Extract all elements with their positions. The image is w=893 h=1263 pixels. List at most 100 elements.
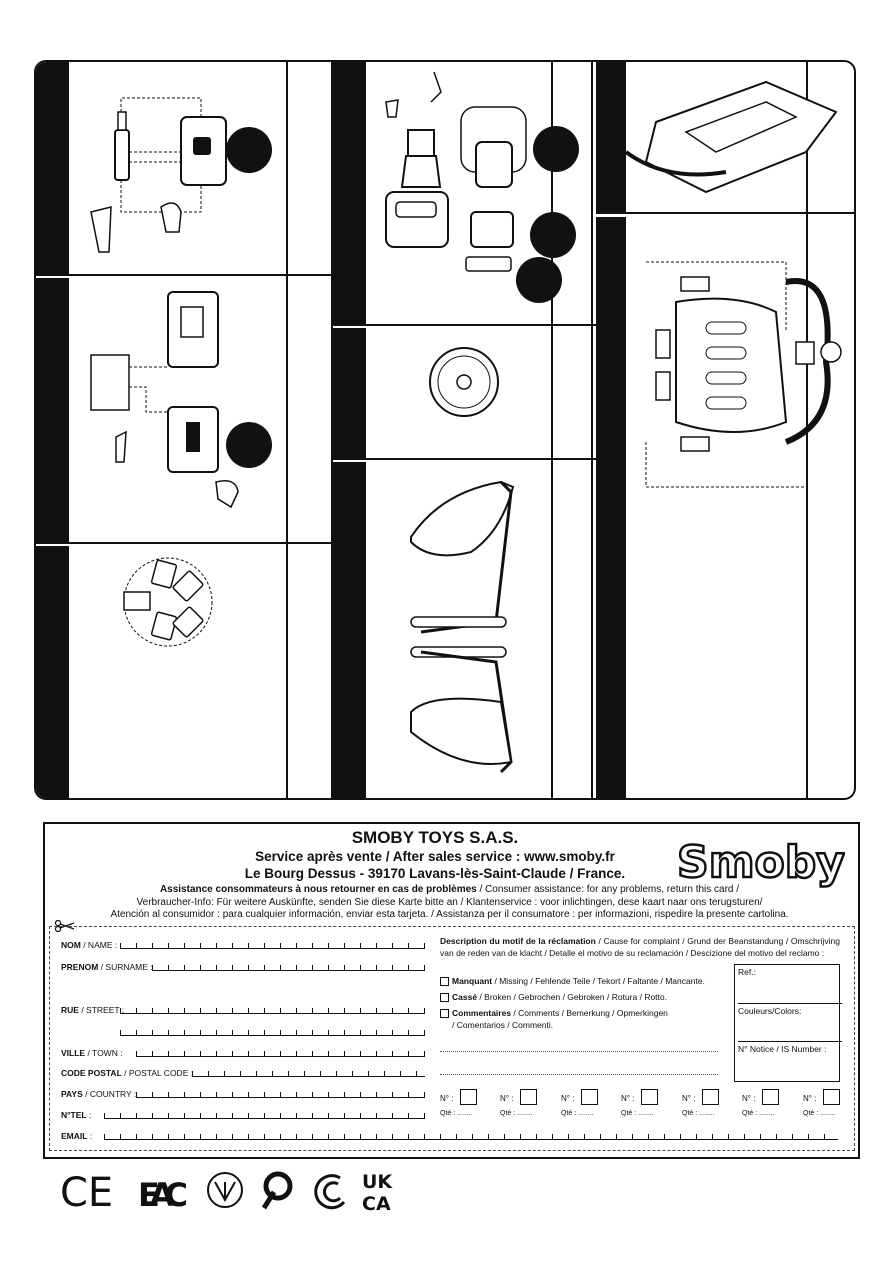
step-circle	[516, 257, 562, 303]
part-number-box[interactable]	[641, 1089, 658, 1105]
battery-housing-illustration	[90, 291, 239, 509]
column-divider	[591, 62, 593, 798]
step-circle	[226, 422, 272, 468]
comments-label-2: / Comentarios / Commenti.	[452, 1020, 554, 1030]
step-bar	[36, 278, 69, 542]
cp-field[interactable]	[192, 1068, 425, 1077]
address-line: Le Bourg Dessus - 39170 Lavans-lès-Saint…	[244, 866, 626, 881]
quantity-label: Qté : ........	[621, 1110, 654, 1117]
quantity-label: Qté : ........	[561, 1110, 594, 1117]
seat-assembly-illustration	[385, 71, 527, 272]
step-bar	[596, 217, 626, 798]
rue-field[interactable]	[120, 1005, 425, 1014]
eac-mark-icon: EAC	[138, 1176, 188, 1212]
tel-label: N°TEL :	[61, 1110, 92, 1120]
svg-text:Smoby: Smoby	[677, 837, 845, 888]
step-circle	[530, 212, 576, 258]
column-divider	[331, 62, 333, 798]
row-divider	[36, 274, 333, 276]
step-bar	[333, 328, 366, 458]
comment-line[interactable]	[440, 1050, 718, 1052]
email-field[interactable]	[104, 1131, 838, 1140]
part-number-box[interactable]	[460, 1089, 477, 1105]
instruction-panel	[34, 60, 856, 800]
part-number-box[interactable]	[702, 1089, 719, 1105]
assistance-line-3: Atención al consumidor : para cualquier …	[110, 909, 789, 920]
quantity-label: Qté : ........	[440, 1110, 473, 1117]
smoby-logo: Smoby	[677, 836, 845, 890]
quantity-label: Qté : ........	[742, 1110, 775, 1117]
comments-label: Commentaires / Comments / Bemerkung / Op…	[452, 1008, 668, 1018]
step-circle	[533, 126, 579, 172]
step-bar	[596, 62, 626, 212]
rue-label: RUE / STREET :	[61, 1005, 125, 1015]
rue-field-2[interactable]	[120, 1027, 425, 1036]
broken-label: Cassé / Broken / Gebrochen / Gebroken / …	[452, 992, 667, 1002]
reference-box: Ref.: Couleurs/Colors: N° Notice / IS Nu…	[734, 964, 842, 1082]
step-bar	[333, 462, 366, 798]
column-divider	[286, 62, 288, 798]
step-bar	[36, 546, 69, 798]
missing-checkbox[interactable]	[440, 977, 449, 986]
cut-line	[49, 926, 855, 1151]
part-number-label: N° :	[621, 1094, 635, 1103]
svg-text:CE: CE	[60, 1170, 113, 1212]
comment-line[interactable]	[440, 1073, 718, 1075]
broken-checkbox[interactable]	[440, 993, 449, 1002]
missing-label: Manquant / Missing / Fehlende Teile / Te…	[452, 976, 705, 986]
tel-field[interactable]	[104, 1110, 425, 1119]
quantity-label: Qté : ........	[682, 1110, 715, 1117]
row-divider	[333, 458, 596, 460]
part-number-label: N° :	[440, 1094, 454, 1103]
nom-field[interactable]	[120, 940, 425, 949]
ukraine-mark-icon	[207, 1172, 243, 1208]
footrest-illustration	[410, 480, 515, 774]
part-number-label: N° :	[742, 1094, 756, 1103]
row-divider	[36, 542, 333, 544]
step-circle	[226, 127, 272, 173]
part-number-box[interactable]	[823, 1089, 840, 1105]
prenom-field[interactable]	[152, 962, 425, 971]
part-number-box[interactable]	[762, 1089, 779, 1105]
quantity-label: Qté : ........	[500, 1110, 533, 1117]
company-name: SMOBY TOYS S.A.S.	[351, 828, 519, 847]
nom-label: NOM / NAME :	[61, 940, 118, 950]
pays-field[interactable]	[136, 1089, 425, 1098]
pays-label: PAYS / COUNTRY :	[61, 1089, 137, 1099]
comments-checkbox[interactable]	[440, 1009, 449, 1018]
wheel-cap-illustration	[429, 347, 499, 417]
return-card	[43, 822, 860, 1159]
ref-label: Ref.:	[738, 967, 756, 977]
part-number-label: N° :	[561, 1094, 575, 1103]
ville-label: VILLE / TOWN :	[61, 1048, 123, 1058]
svg-text:EAC: EAC	[138, 1176, 188, 1212]
prenom-label: PRENOM / SURNAME :	[61, 962, 153, 972]
part-number-label: N° :	[500, 1094, 514, 1103]
ce-mark-icon: CE	[60, 1170, 113, 1212]
step-bar	[36, 62, 69, 274]
row-divider	[596, 212, 854, 214]
email-label: EMAIL :	[61, 1131, 93, 1141]
part-number-label: N° :	[682, 1094, 696, 1103]
rotation-diagram	[123, 557, 213, 647]
mongolia-mark-icon	[314, 1174, 346, 1210]
assistance-line-1: Assistance consommateurs à nous retourne…	[159, 884, 740, 895]
colors-label: Couleurs/Colors:	[738, 1006, 802, 1016]
complaint-title: Description du motif de la réclamation /…	[440, 936, 840, 958]
leaf-mark-icon	[261, 1171, 293, 1210]
part-number-box[interactable]	[520, 1089, 537, 1105]
svg-text:UK: UK	[362, 1171, 393, 1193]
quantity-label: Qté : ........	[803, 1110, 836, 1117]
cp-label: CODE POSTAL / POSTAL CODE :	[61, 1068, 194, 1078]
column-divider	[551, 62, 553, 798]
service-line: Service après vente / After sales servic…	[255, 849, 615, 864]
svg-text:CA: CA	[362, 1193, 391, 1212]
row-divider	[333, 324, 596, 326]
ville-field[interactable]	[136, 1048, 425, 1057]
car-body-illustration	[626, 80, 838, 194]
part-number-box[interactable]	[581, 1089, 598, 1105]
steering-illustration	[645, 261, 842, 488]
assistance-line-2: Verbraucher-Info: Für weitere Auskünfte,…	[136, 897, 763, 908]
notice-label: N° Notice / IS Number :	[738, 1044, 827, 1054]
ukca-mark-icon: UK CA	[362, 1171, 393, 1212]
